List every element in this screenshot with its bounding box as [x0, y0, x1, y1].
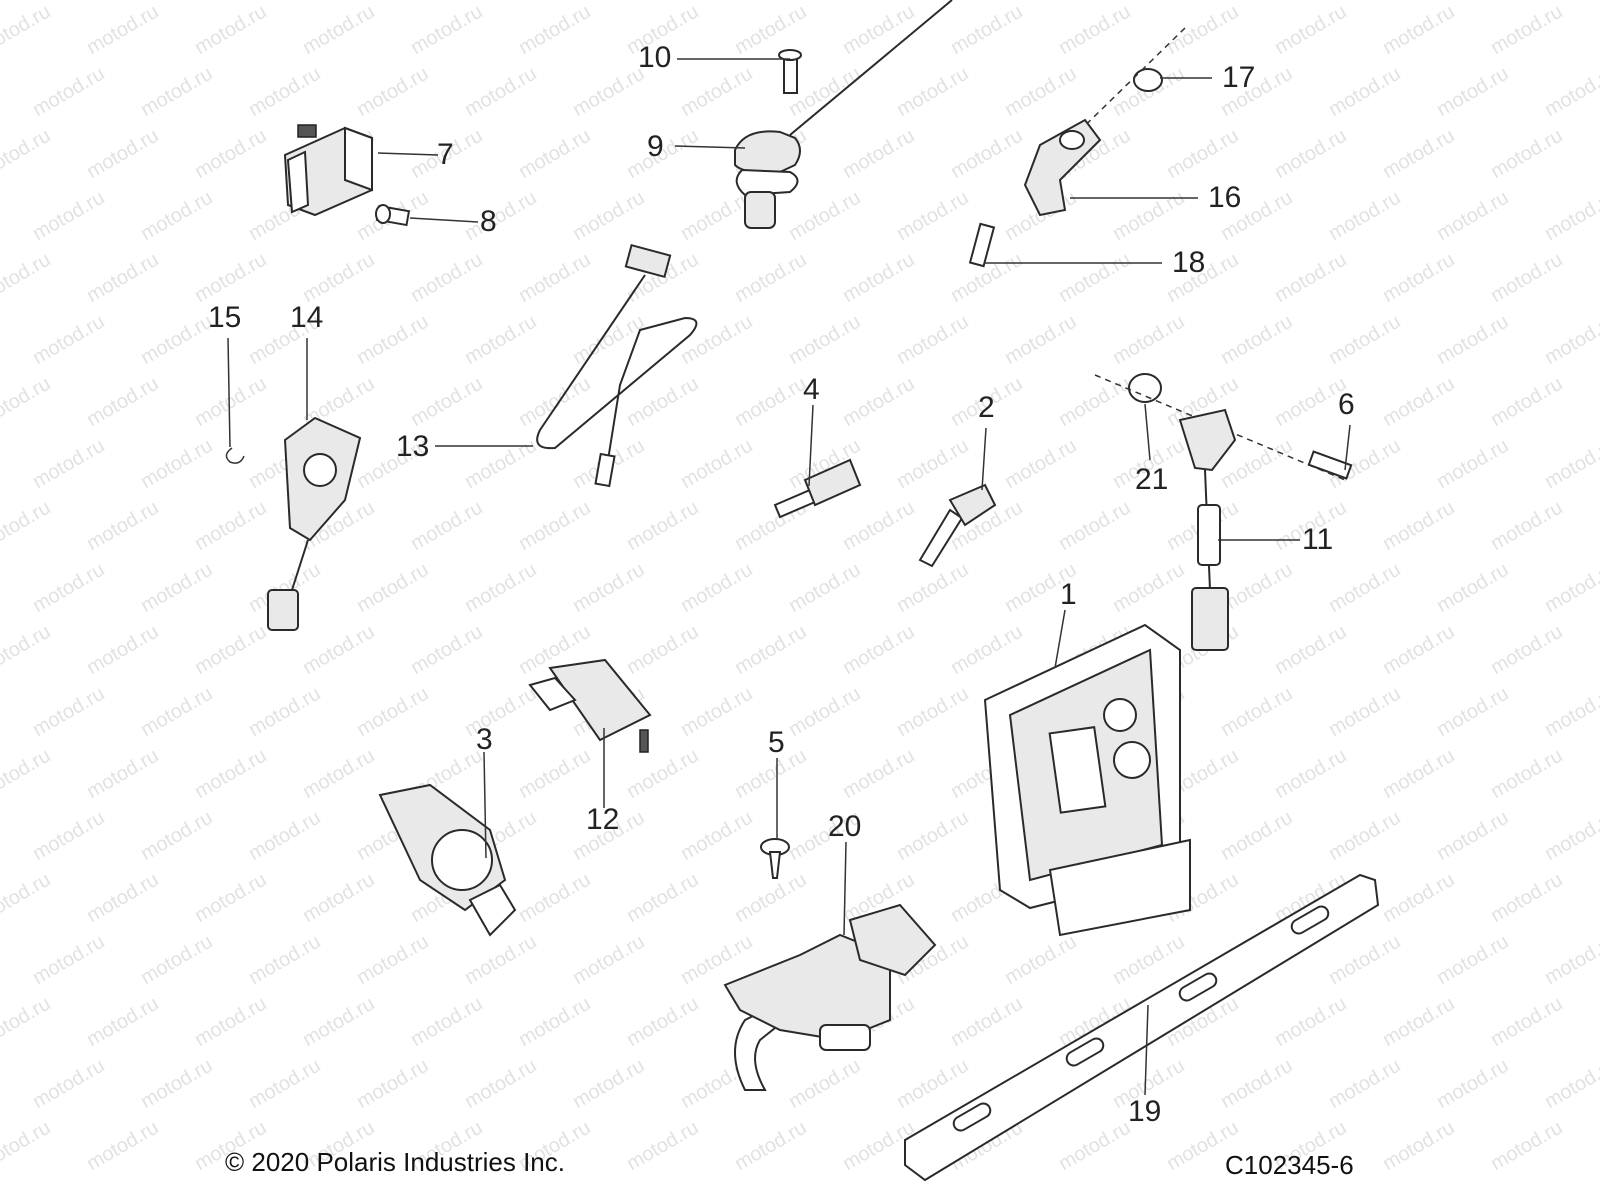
part-14-throttle-sensor [267, 416, 362, 631]
callout-20: 20 [828, 810, 862, 843]
part-1-ecu [983, 623, 1191, 937]
callout-21: 21 [1135, 463, 1169, 496]
part-16-cam-sensor [1023, 118, 1102, 217]
callout-13: 13 [396, 430, 430, 463]
part-10-bolt [778, 49, 802, 94]
part-2-sensor [918, 483, 997, 568]
callout-10: 10 [638, 41, 672, 74]
part-9-speed-sensor [734, 0, 953, 229]
part-18-bolt [968, 222, 996, 268]
callout-19: 19 [1128, 1095, 1162, 1128]
callout-2: 2 [978, 391, 995, 424]
callout-1: 1 [1060, 578, 1077, 611]
part-4-temp-sensor [773, 458, 862, 519]
callout-16: 16 [1208, 181, 1242, 214]
part-12-solenoid [528, 658, 652, 753]
part-15-clip [225, 447, 245, 464]
callout-6: 6 [1338, 388, 1355, 421]
callout-14: 14 [290, 301, 324, 334]
leader-lines [227, 58, 1351, 1096]
part-19-gasket [904, 873, 1380, 1182]
part-8-bolt [375, 204, 411, 227]
callout-15: 15 [208, 301, 242, 334]
callout-4: 4 [803, 373, 820, 406]
callout-8: 8 [480, 205, 497, 238]
part-17-o-ring [1133, 68, 1163, 92]
part-13-temp-sensor-harness [536, 243, 698, 488]
part-3-ignition-switch [378, 783, 517, 937]
callout-3: 3 [476, 723, 493, 756]
part-7-map-sensor [283, 124, 373, 217]
part-6-bolt [1307, 450, 1353, 480]
callout-12: 12 [586, 803, 620, 836]
part-5-screw [760, 838, 790, 879]
diagram-code: C102345-6 [1225, 1150, 1354, 1180]
part-21-o-ring [1128, 373, 1162, 403]
callout-18: 18 [1172, 246, 1206, 279]
callout-11: 11 [1302, 523, 1334, 556]
callout-17: 17 [1222, 61, 1256, 94]
callout-7: 7 [437, 138, 454, 171]
part-11-sensor-harness [1178, 408, 1237, 651]
callout-5: 5 [768, 726, 785, 759]
callout-9: 9 [647, 130, 664, 163]
copyright-text: © 2020 Polaris Industries Inc. [225, 1147, 565, 1177]
part-20-valve [723, 903, 937, 1091]
